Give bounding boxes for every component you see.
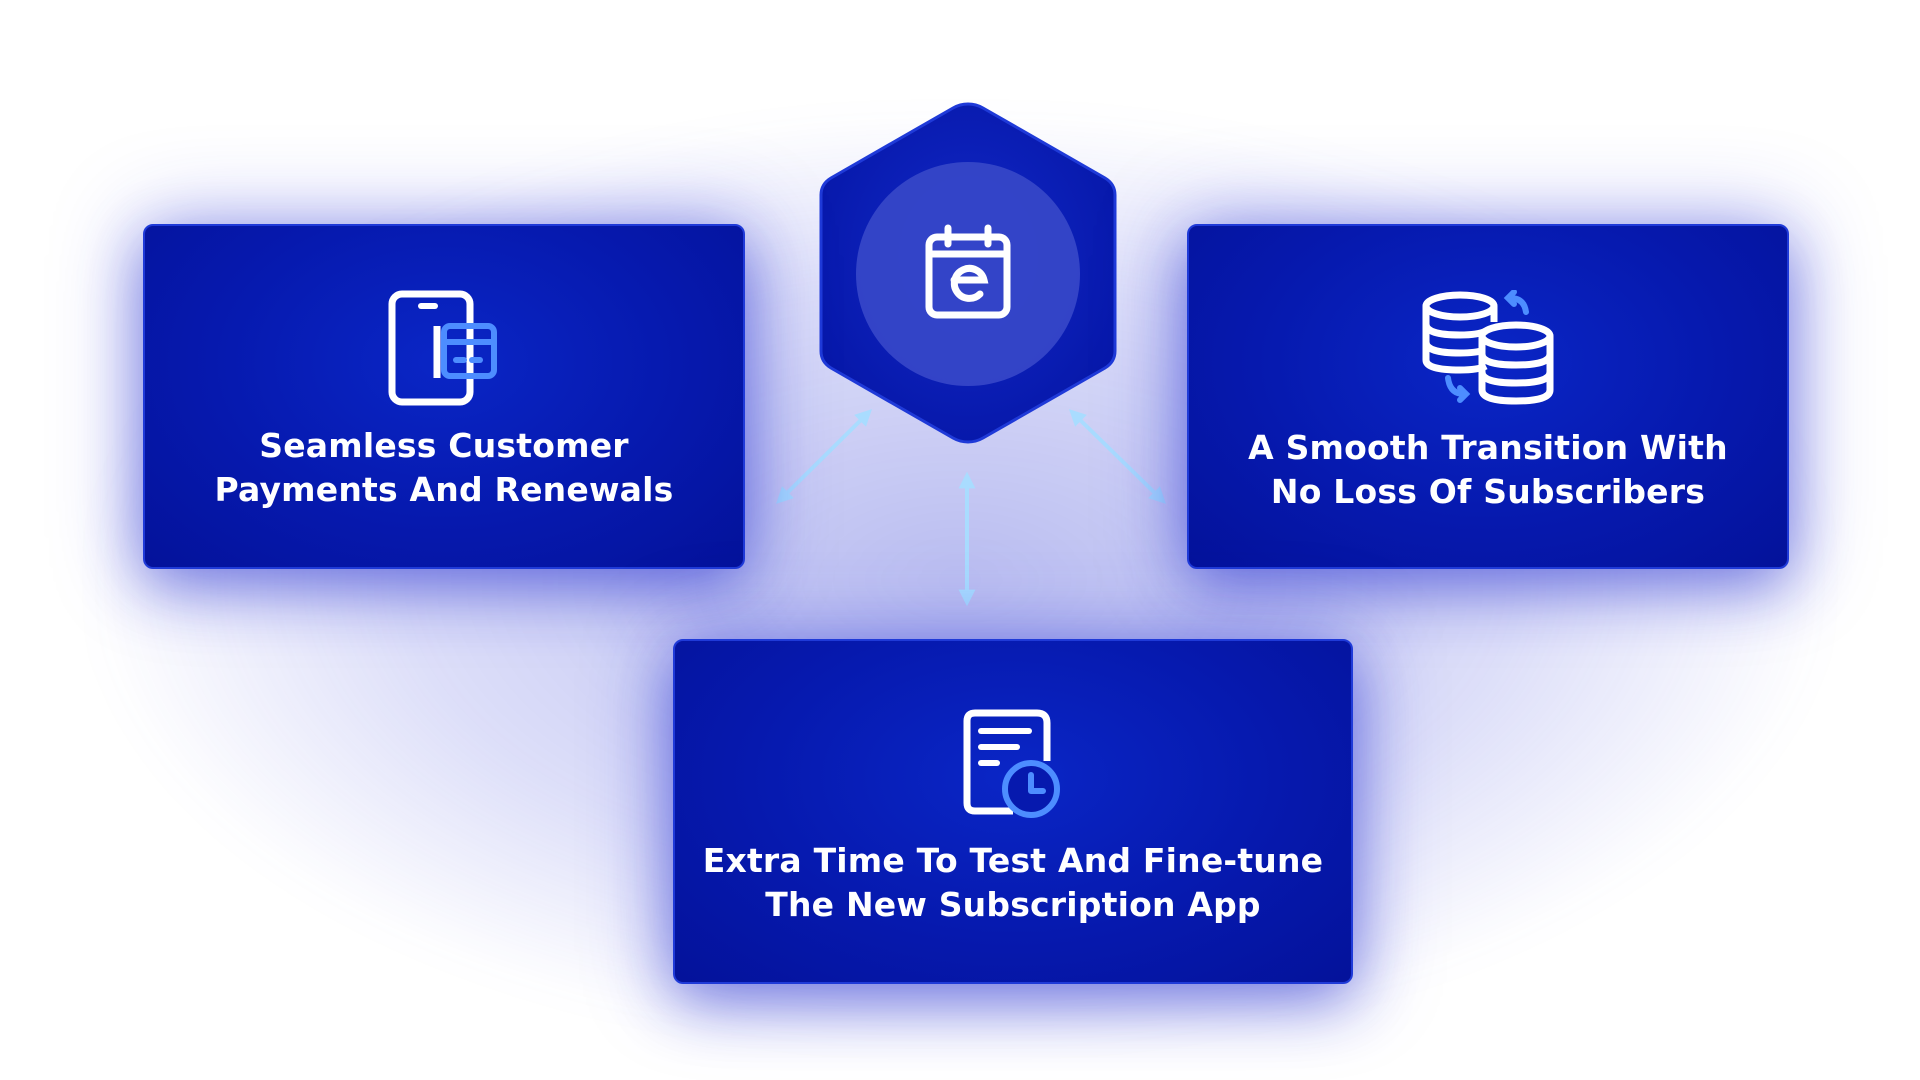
card-label: Seamless Customer Payments And Renewals bbox=[214, 426, 674, 509]
card-label: A Smooth Transition With No Loss Of Subs… bbox=[1248, 428, 1728, 511]
database-sync-icon bbox=[1422, 290, 1554, 405]
card-extra-time: Extra Time To Test And Fine-tune The New… bbox=[673, 639, 1353, 984]
phone-card-icon bbox=[388, 290, 497, 406]
card-smooth-transition: A Smooth Transition With No Loss Of Subs… bbox=[1187, 224, 1789, 569]
card-label: Extra Time To Test And Fine-tune The New… bbox=[702, 841, 1324, 924]
document-clock-icon bbox=[963, 709, 1060, 818]
calendar-e-icon bbox=[925, 224, 1011, 319]
card-seamless-payments: Seamless Customer Payments And Renewals bbox=[143, 224, 745, 569]
center-hexagon bbox=[819, 102, 1117, 444]
